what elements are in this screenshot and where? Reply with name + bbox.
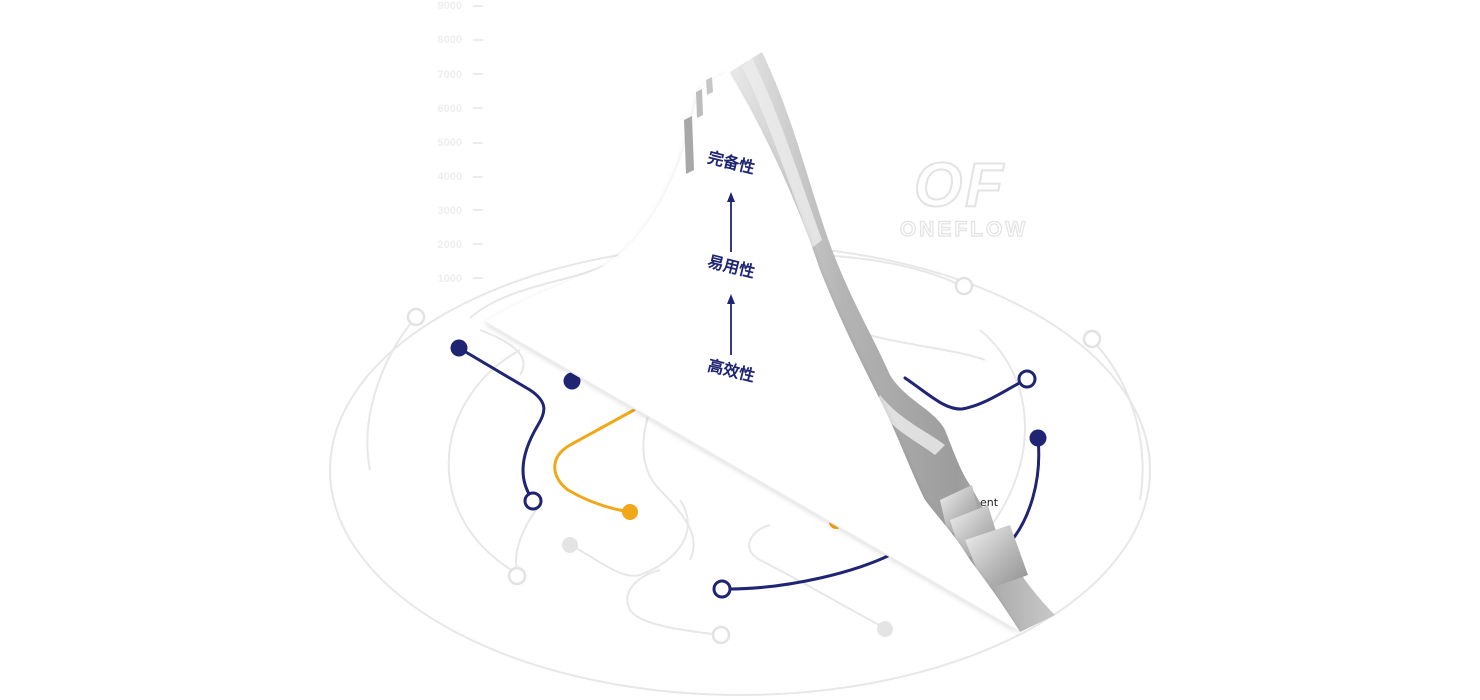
trace-9: [479, 329, 525, 376]
axis-tick-label: 5000: [438, 137, 462, 149]
mountain-base-edge: [484, 321, 1021, 633]
trace-7: [748, 524, 886, 629]
axis-tick-label: 9000: [438, 0, 462, 12]
side-caption-fragment: ent: [980, 496, 999, 509]
inner-ring-right: [979, 329, 1026, 541]
axis-tick-label: 3000: [438, 205, 462, 217]
mountain-ridge: [730, 52, 1055, 632]
gray-nodes: [406, 276, 1102, 645]
node-filled-1: [562, 537, 578, 553]
trace-6: [626, 569, 721, 636]
gold-node-1: [622, 504, 638, 520]
navy-node-filled-1: [450, 339, 468, 357]
axis-tick-label: 6000: [438, 103, 462, 115]
node-filled-2: [877, 621, 893, 637]
ridge-notch: [684, 116, 694, 174]
trace-11: [515, 504, 541, 576]
ridge-notch: [696, 89, 703, 118]
mountain: [484, 52, 1055, 633]
navy-node-open-3: [712, 579, 732, 599]
gold-trace: [553, 408, 636, 514]
axis-tick-label: 8000: [438, 34, 462, 46]
axis-tick-label: 1000: [438, 273, 462, 285]
navy-node-open-2: [1017, 369, 1037, 389]
ridge-band: [742, 58, 822, 248]
y-axis: 9000 8000 7000 6000 5000 4000 3000 2000 …: [438, 0, 483, 285]
navy-node-open-1: [523, 491, 543, 511]
oneflow-logo: OF ONEFLOW: [899, 150, 1028, 242]
ridge-band: [875, 395, 945, 455]
arrow-head-icon: [727, 192, 735, 202]
inner-ring-left: [447, 349, 521, 576]
navy-trace-far-right: [1006, 436, 1041, 547]
node-open-1: [406, 307, 426, 327]
navy-node-filled-3: [1029, 429, 1047, 447]
arrow-head-icon: [727, 294, 735, 304]
ridge-band: [965, 525, 1028, 590]
trace-2: [1091, 339, 1144, 501]
ridge-notch: [706, 77, 713, 95]
navy-node-filled-2: [563, 372, 581, 390]
axis-tick-label: 4000: [438, 171, 462, 183]
navy-traces: [457, 346, 1041, 591]
logo-mark: OF: [914, 151, 1006, 220]
navy-trace-lower: [720, 553, 892, 591]
navy-trace-right: [903, 376, 1029, 411]
trace-5: [642, 409, 695, 561]
trace-3: [819, 254, 963, 287]
node-open-2: [954, 276, 974, 296]
navy-trace-left: [457, 346, 546, 502]
trace-1: [366, 317, 416, 471]
axis-tick-label: 2000: [438, 239, 462, 251]
navy-nodes: [450, 339, 1047, 599]
mountain-face: [485, 72, 1020, 632]
node-open-3: [1082, 329, 1102, 349]
axis-tick-label: 7000: [438, 69, 462, 81]
node-open-5: [711, 625, 731, 645]
node-open-4: [507, 566, 527, 586]
logo-wordmark: ONEFLOW: [900, 218, 1028, 241]
